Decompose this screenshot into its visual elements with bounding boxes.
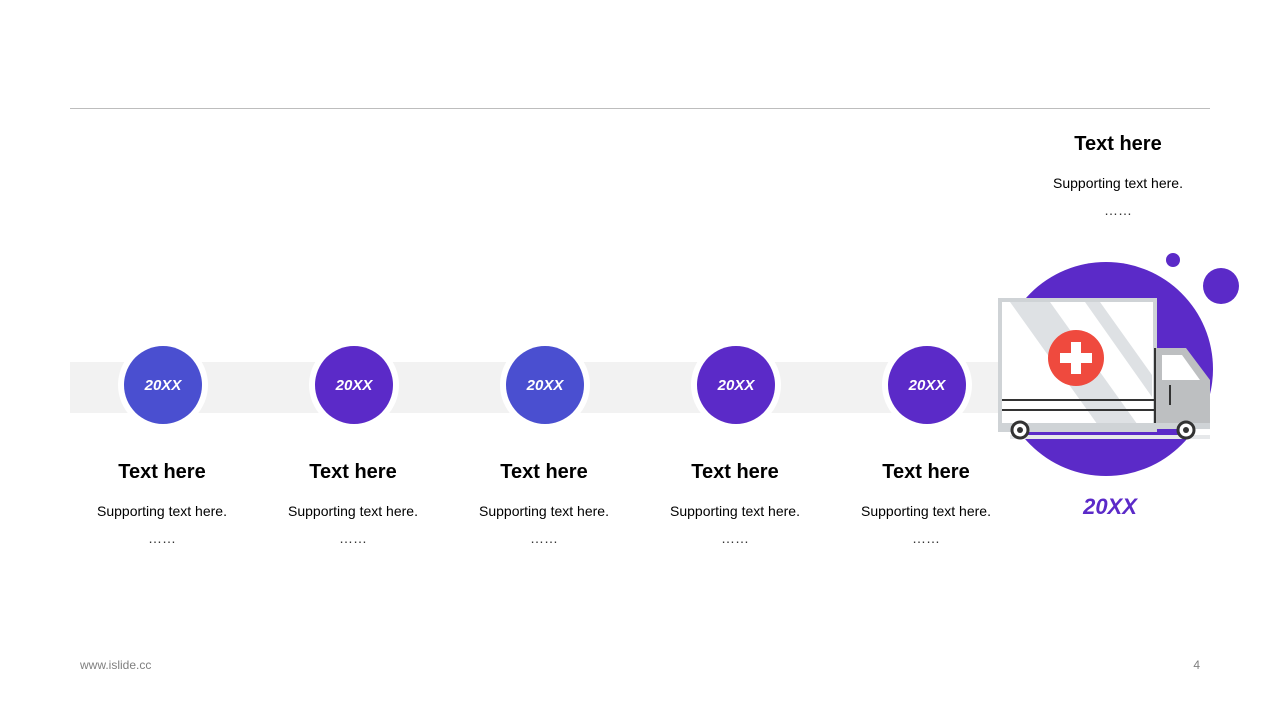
milestone-title-2: Text here [309, 461, 397, 483]
milestone-title-5: Text here [882, 461, 970, 483]
ambulance-truck-icon [998, 253, 1239, 476]
milestone-subtitle-1: Supporting text here. [97, 503, 227, 519]
milestone-title-4: Text here [691, 461, 779, 483]
milestone-node-5: 20XX [882, 340, 972, 430]
milestone-year-5: 20XX [888, 346, 966, 424]
milestone-year-1: 20XX [124, 346, 202, 424]
final-milestone-year: 20XX [1083, 494, 1137, 519]
final-milestone-title: Text here [1074, 133, 1162, 155]
milestone-year-2: 20XX [315, 346, 393, 424]
milestone-dots-3: …… [530, 530, 558, 546]
milestone-dots-5: …… [912, 530, 940, 546]
milestone-dots-4: …… [721, 530, 749, 546]
milestone-year-3: 20XX [506, 346, 584, 424]
milestone-subtitle-4: Supporting text here. [670, 503, 800, 519]
small-dot-decoration [1166, 253, 1180, 267]
large-dot-decoration [1203, 268, 1239, 304]
final-milestone-dots: …… [1104, 202, 1132, 218]
milestone-title-3: Text here [500, 461, 588, 483]
milestone-dots-1: …… [148, 530, 176, 546]
milestone-title-1: Text here [118, 461, 206, 483]
milestone-subtitle-5: Supporting text here. [861, 503, 991, 519]
footer-url: www.islide.cc [80, 658, 152, 672]
milestone-year-4: 20XX [697, 346, 775, 424]
milestone-subtitle-2: Supporting text here. [288, 503, 418, 519]
top-divider [70, 108, 1210, 109]
milestone-node-3: 20XX [500, 340, 590, 430]
milestone-dots-2: …… [339, 530, 367, 546]
milestone-node-1: 20XX [118, 340, 208, 430]
milestone-node-4: 20XX [691, 340, 781, 430]
milestone-node-2: 20XX [309, 340, 399, 430]
milestone-subtitle-3: Supporting text here. [479, 503, 609, 519]
final-milestone-subtitle: Supporting text here. [1053, 175, 1183, 191]
page-number: 4 [1193, 658, 1200, 672]
